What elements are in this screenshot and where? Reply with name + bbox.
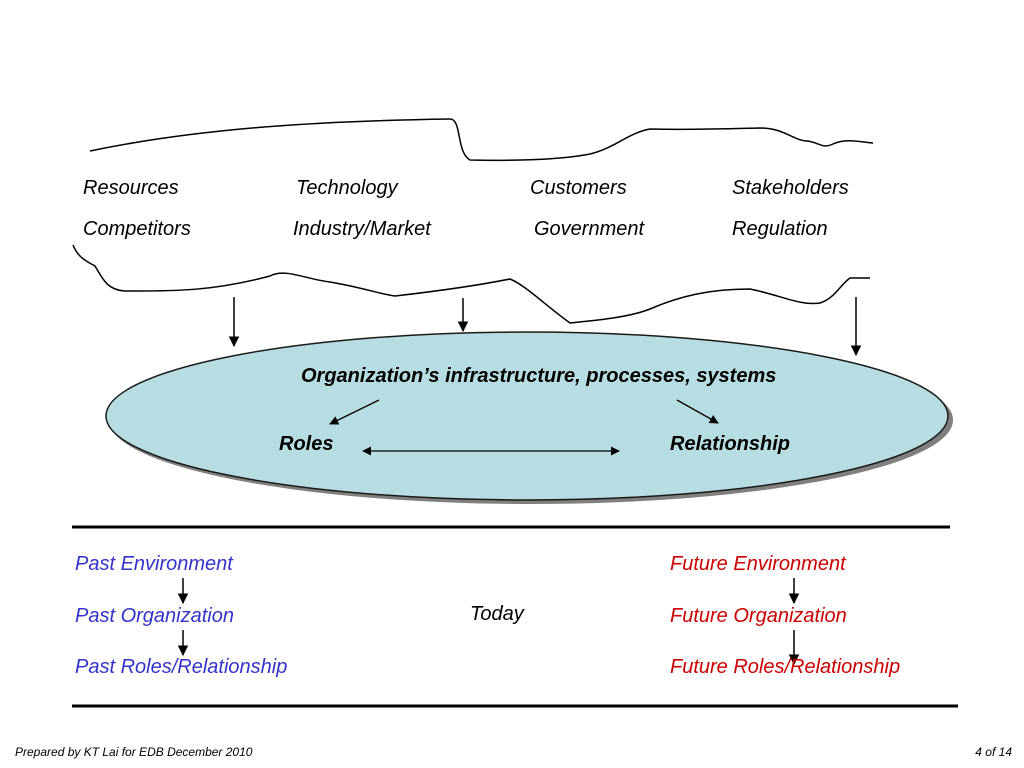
environment-top-bracket xyxy=(89,118,874,162)
arrow-to-roles xyxy=(329,399,380,425)
env-industry-market: Industry/Market xyxy=(293,218,431,240)
env-resources: Resources xyxy=(83,177,179,199)
roles-label: Roles xyxy=(279,433,334,455)
env-government: Government xyxy=(534,218,645,240)
future-roles-relationship: Future Roles/Relationship xyxy=(670,656,901,678)
today-label: Today xyxy=(470,603,524,625)
arrow-to-relationship xyxy=(676,399,719,424)
past-roles-relationship: Past Roles/Relationship xyxy=(75,656,288,678)
env-regulation: Regulation xyxy=(732,218,828,240)
relationship-label: Relationship xyxy=(670,433,791,455)
future-environment: Future Environment xyxy=(670,553,846,575)
env-technology: Technology xyxy=(296,177,398,199)
footer-credit: Prepared by KT Lai for EDB December 2010 xyxy=(15,745,253,759)
env-competitors: Competitors xyxy=(83,218,191,240)
future-organization: Future Organization xyxy=(670,605,847,627)
organization-title: Organization’s infrastructure, processes… xyxy=(301,365,777,387)
environment-bottom-bracket xyxy=(72,244,870,324)
organization-ellipse xyxy=(105,331,949,501)
past-organization: Past Organization xyxy=(75,605,234,627)
past-environment: Past Environment xyxy=(75,553,233,575)
footer-page-number: 4 of 14 xyxy=(975,745,1012,759)
env-customers: Customers xyxy=(530,177,627,199)
env-stakeholders: Stakeholders xyxy=(732,177,849,199)
